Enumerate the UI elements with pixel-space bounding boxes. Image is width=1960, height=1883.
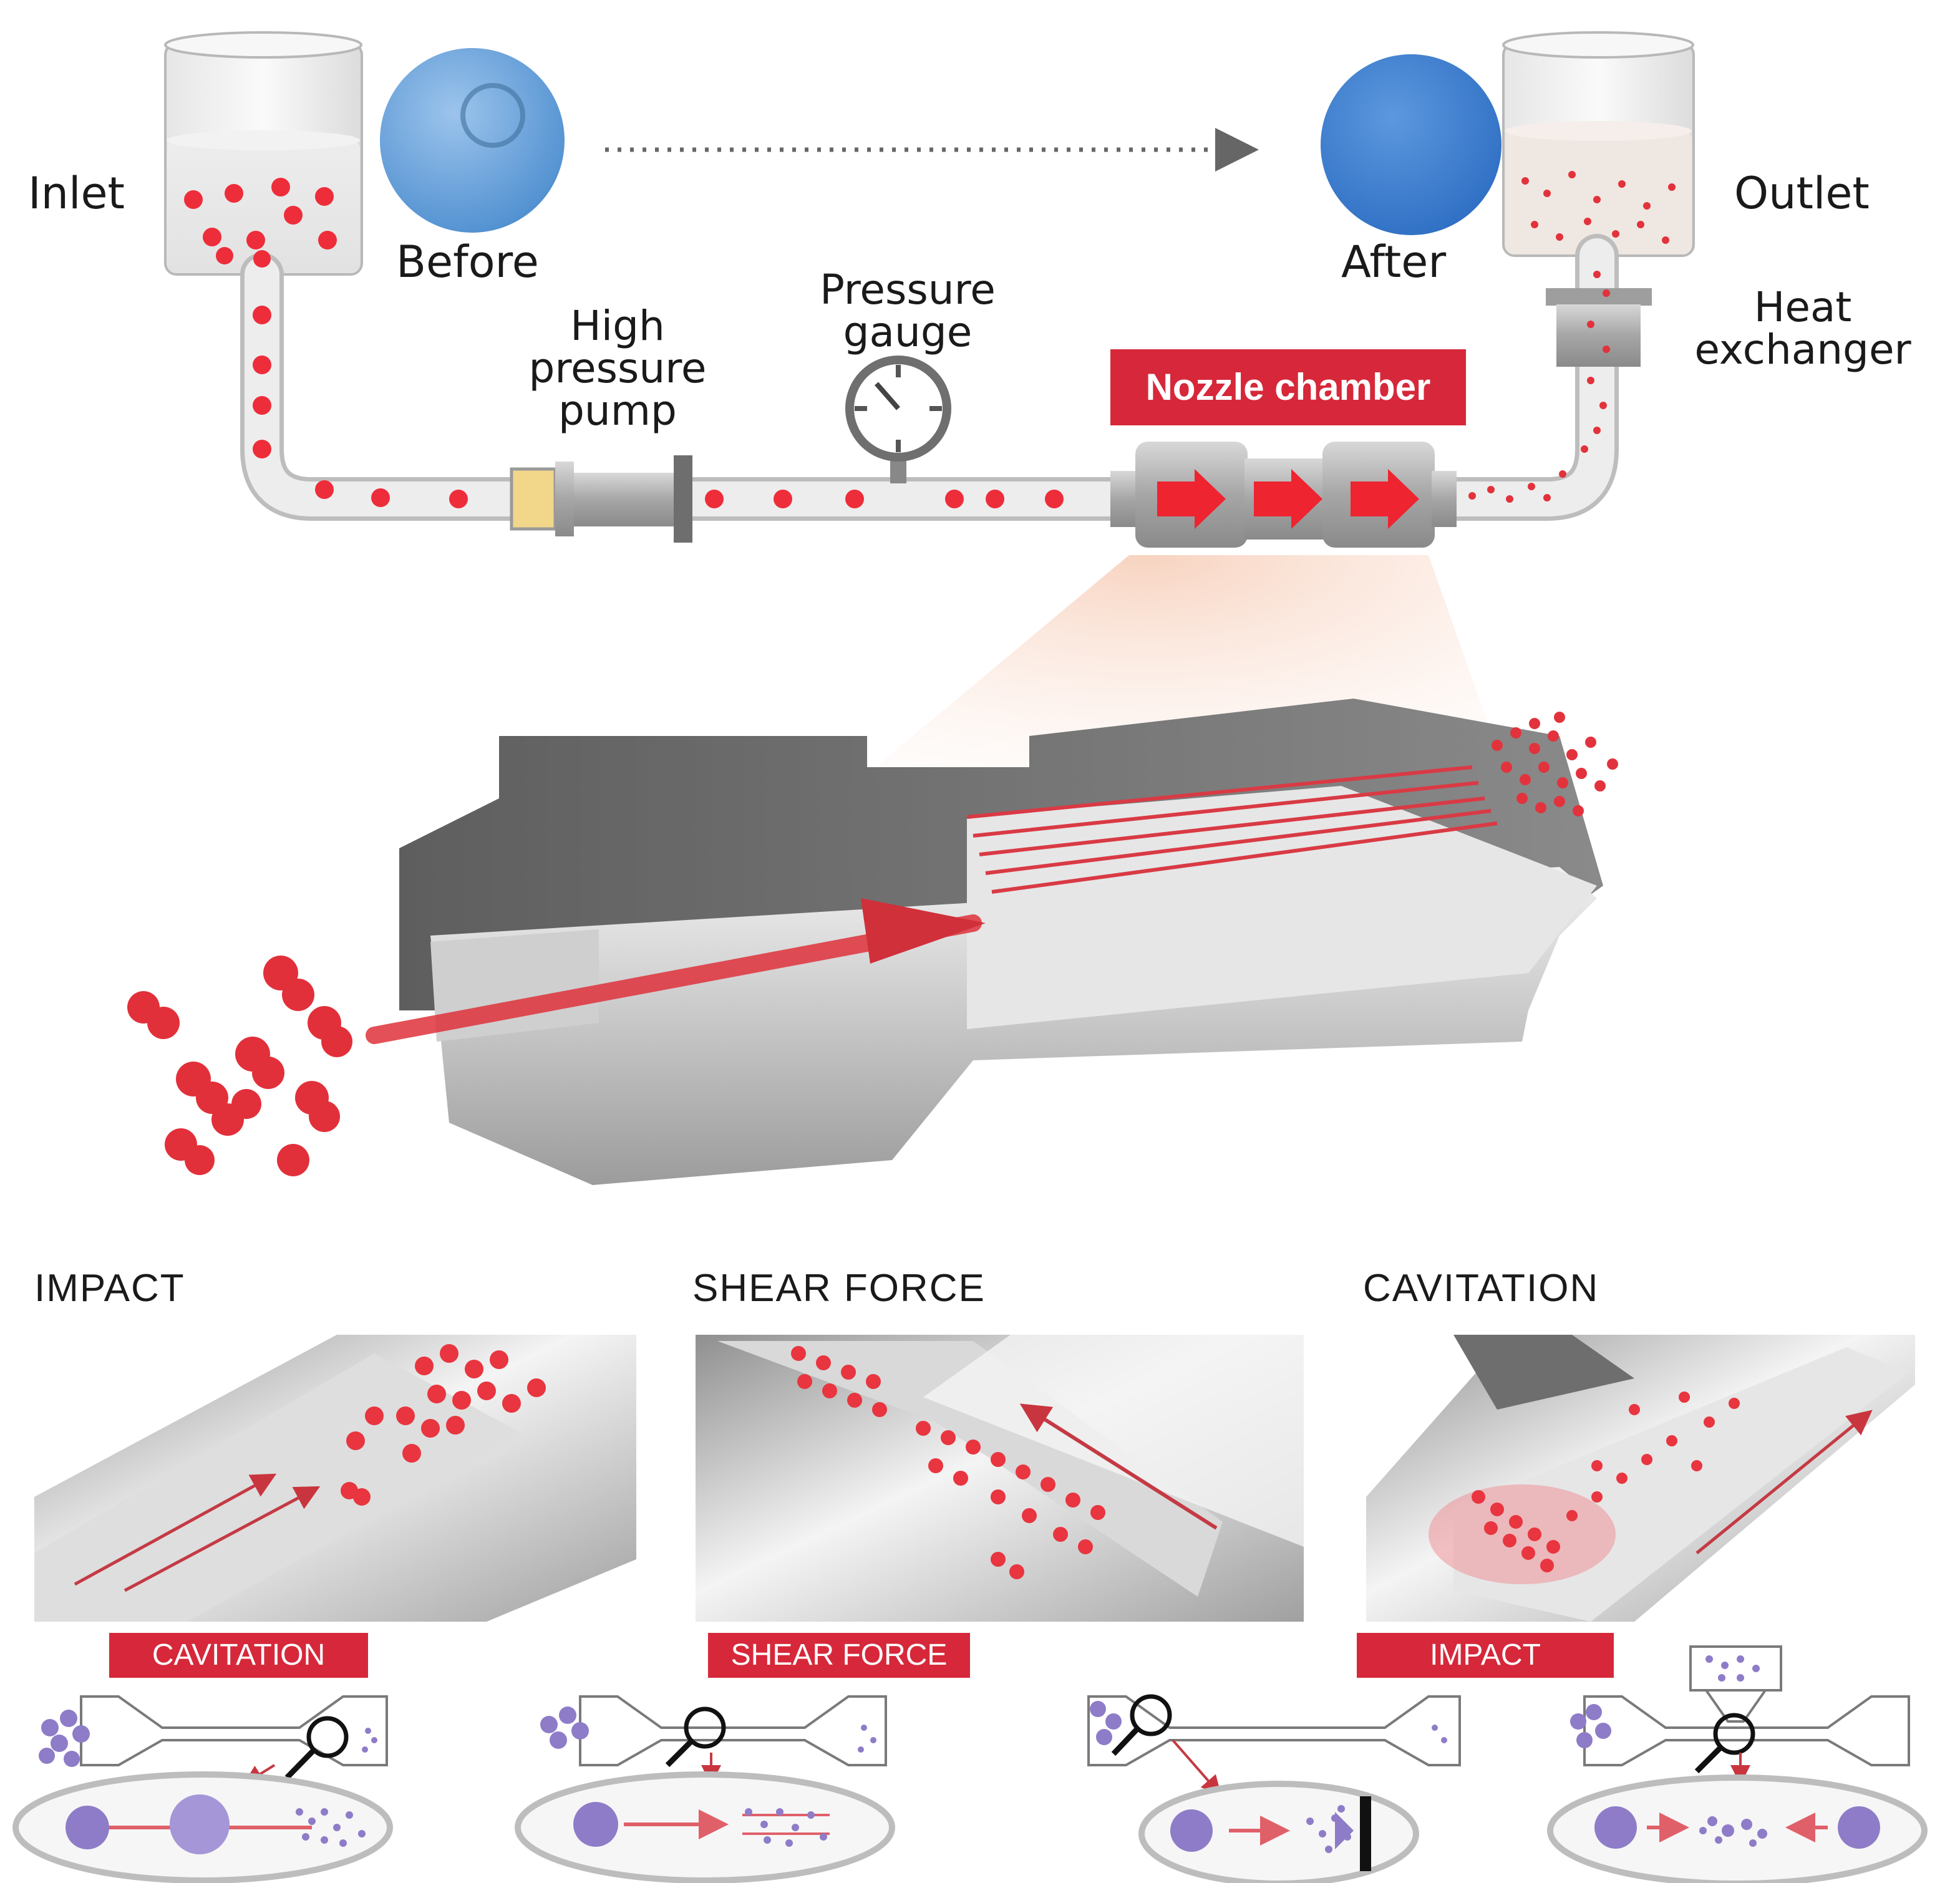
shear-force-schematic [515, 1695, 895, 1883]
inlet-beaker-icon [164, 31, 363, 276]
impact-badge: IMPACT [1357, 1633, 1614, 1678]
cavitation-title: CAVITATION [1363, 1267, 1599, 1310]
pressure-gauge-icon [845, 356, 951, 483]
inlet-label: Inlet [28, 168, 125, 219]
heat-exchanger-icon [1546, 288, 1652, 367]
outlet-beaker-icon [1502, 31, 1695, 257]
nozzle-cutaway [366, 699, 1603, 1185]
before-droplet [380, 48, 565, 233]
inlet-clumps [127, 956, 352, 1176]
heat-label-line1: Heat [1754, 283, 1852, 331]
outlet-label: Outlet [1734, 168, 1870, 219]
impact-title: IMPACT [34, 1267, 185, 1310]
pump-label-line2: pressure [528, 344, 707, 392]
inlet-particles [184, 178, 1064, 508]
heat-exchanger-label: Heat exchanger [1672, 287, 1934, 370]
gauge-label: Pressure gauge [789, 269, 1026, 353]
magnifier-icon [306, 1716, 349, 1758]
outlet-particles [1468, 171, 1676, 503]
pump-label-line1: High [570, 302, 665, 350]
cavitation-schematic [12, 1695, 393, 1883]
after-label: After [1341, 236, 1447, 288]
process-tubing [240, 234, 1619, 521]
impact-schematic-1 [1087, 1694, 1461, 1883]
shear-force-title: SHEAR FORCE [692, 1267, 986, 1310]
cavitation-panel [1366, 1335, 1915, 1622]
pump-label: High pressure pump [499, 306, 736, 432]
shear-force-badge: SHEAR FORCE [708, 1633, 970, 1678]
gauge-label-line2: gauge [843, 308, 973, 356]
nozzle-chamber-block [1110, 442, 1457, 548]
shear-force-panel [696, 1335, 1304, 1622]
before-label: Before [396, 236, 539, 288]
impact-schematic-2 [1547, 1645, 1928, 1883]
nozzle-chamber-badge: Nozzle chamber [1110, 349, 1466, 425]
gauge-label-line1: Pressure [820, 266, 996, 314]
heat-label-line2: exchanger [1694, 326, 1911, 374]
nozzle-exit-particles [1492, 712, 1618, 816]
magnifier-icon [684, 1706, 726, 1749]
magnifier-icon [1713, 1713, 1755, 1755]
pump-label-line3: pump [558, 387, 677, 435]
cavitation-badge: CAVITATION [109, 1633, 368, 1678]
impact-panel [34, 1335, 636, 1622]
after-droplet [1321, 54, 1502, 235]
magnifier-icon [1130, 1694, 1172, 1736]
high-pressure-pump-icon [510, 455, 692, 543]
